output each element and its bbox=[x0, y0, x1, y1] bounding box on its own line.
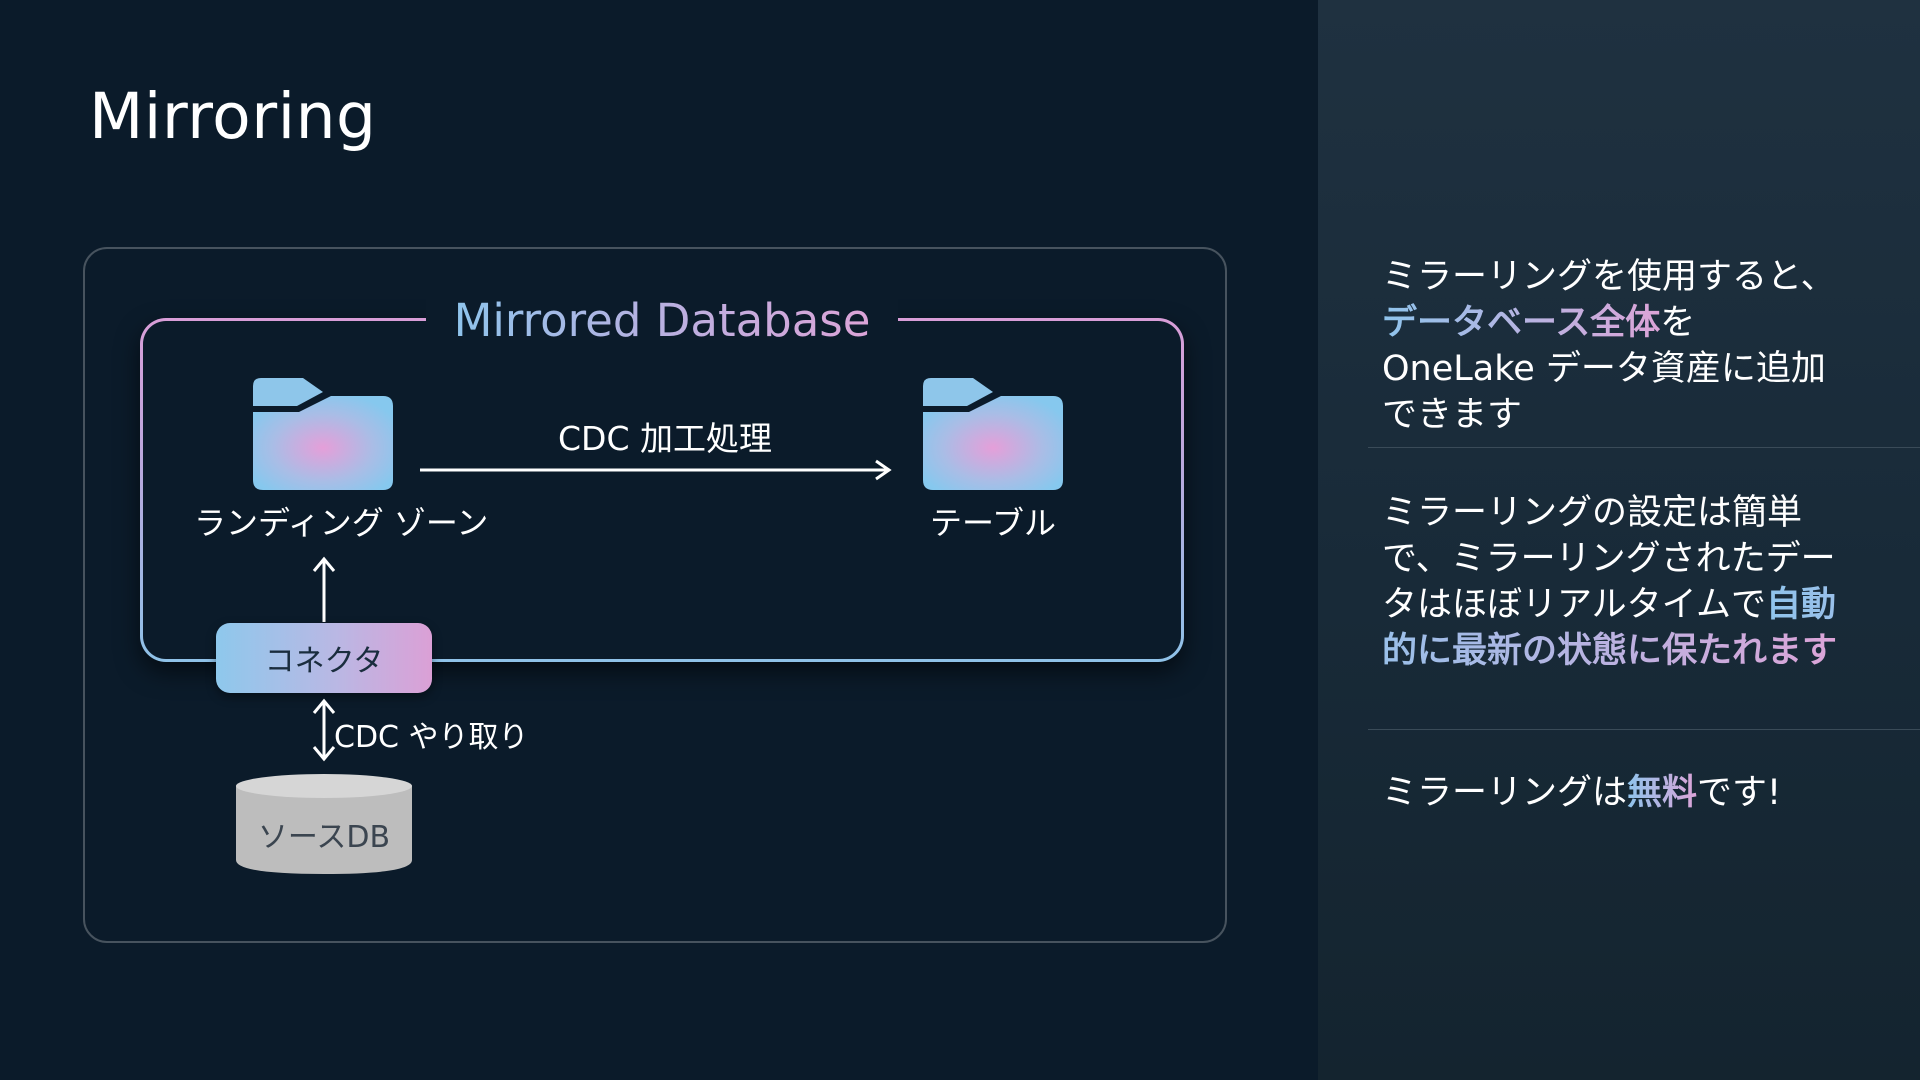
bullet-1-text-end: を OneLake データ資産に追加できます bbox=[1382, 303, 1826, 435]
bullet-1-text: ミラーリングを使用すると、 bbox=[1382, 257, 1836, 297]
mirrored-database-title-text: Mirrored Database bbox=[453, 293, 871, 347]
bullet-3: ミラーリングは無料です! bbox=[1382, 770, 1852, 816]
bidirectional-arrow bbox=[312, 698, 336, 762]
divider bbox=[1368, 447, 1920, 448]
mirrored-database-box bbox=[140, 318, 1184, 662]
bullet-3-text: ミラーリングは bbox=[1382, 773, 1628, 813]
bullet-1-highlight: データベース全体 bbox=[1382, 303, 1661, 343]
bullet-3-text-end: です! bbox=[1697, 773, 1782, 813]
slide-title: Mirroring bbox=[89, 80, 377, 153]
bullet-2-highlight: 自動的に最新の状態に保たれます bbox=[1382, 585, 1838, 671]
right-panel bbox=[1318, 0, 1920, 1080]
cdc-processing-arrow bbox=[420, 459, 892, 481]
table-label: テーブル bbox=[929, 504, 1057, 542]
connector-box: コネクタ bbox=[216, 623, 432, 693]
bullet-1: ミラーリングを使用すると、データベース全体を OneLake データ資産に追加で… bbox=[1382, 254, 1852, 438]
bullet-2-text: ミラーリングの設定は簡単で、ミラーリングされたデータはほぼリアルタイムで bbox=[1382, 493, 1836, 625]
source-db-label: ソースDB bbox=[257, 820, 391, 855]
cdc-processing-label: CDC 加工処理 bbox=[558, 419, 772, 458]
up-arrow bbox=[312, 556, 336, 622]
folder-icon bbox=[923, 378, 1063, 490]
database-icon bbox=[234, 772, 414, 876]
diagram-frame bbox=[83, 247, 1227, 943]
mirrored-database-title: Mirrored Database bbox=[426, 290, 898, 350]
bullet-2: ミラーリングの設定は簡単で、ミラーリングされたデータはほぼリアルタイムで自動的に… bbox=[1382, 490, 1852, 674]
landing-zone-label: ランディング ゾーン bbox=[194, 504, 489, 542]
title-gap bbox=[426, 290, 898, 350]
folder-icon bbox=[253, 378, 393, 490]
bullet-3-highlight: 無料 bbox=[1627, 773, 1698, 813]
cdc-exchange-label: CDC やり取り bbox=[334, 720, 529, 755]
divider bbox=[1368, 729, 1920, 730]
connector-label: コネクタ bbox=[264, 644, 384, 679]
